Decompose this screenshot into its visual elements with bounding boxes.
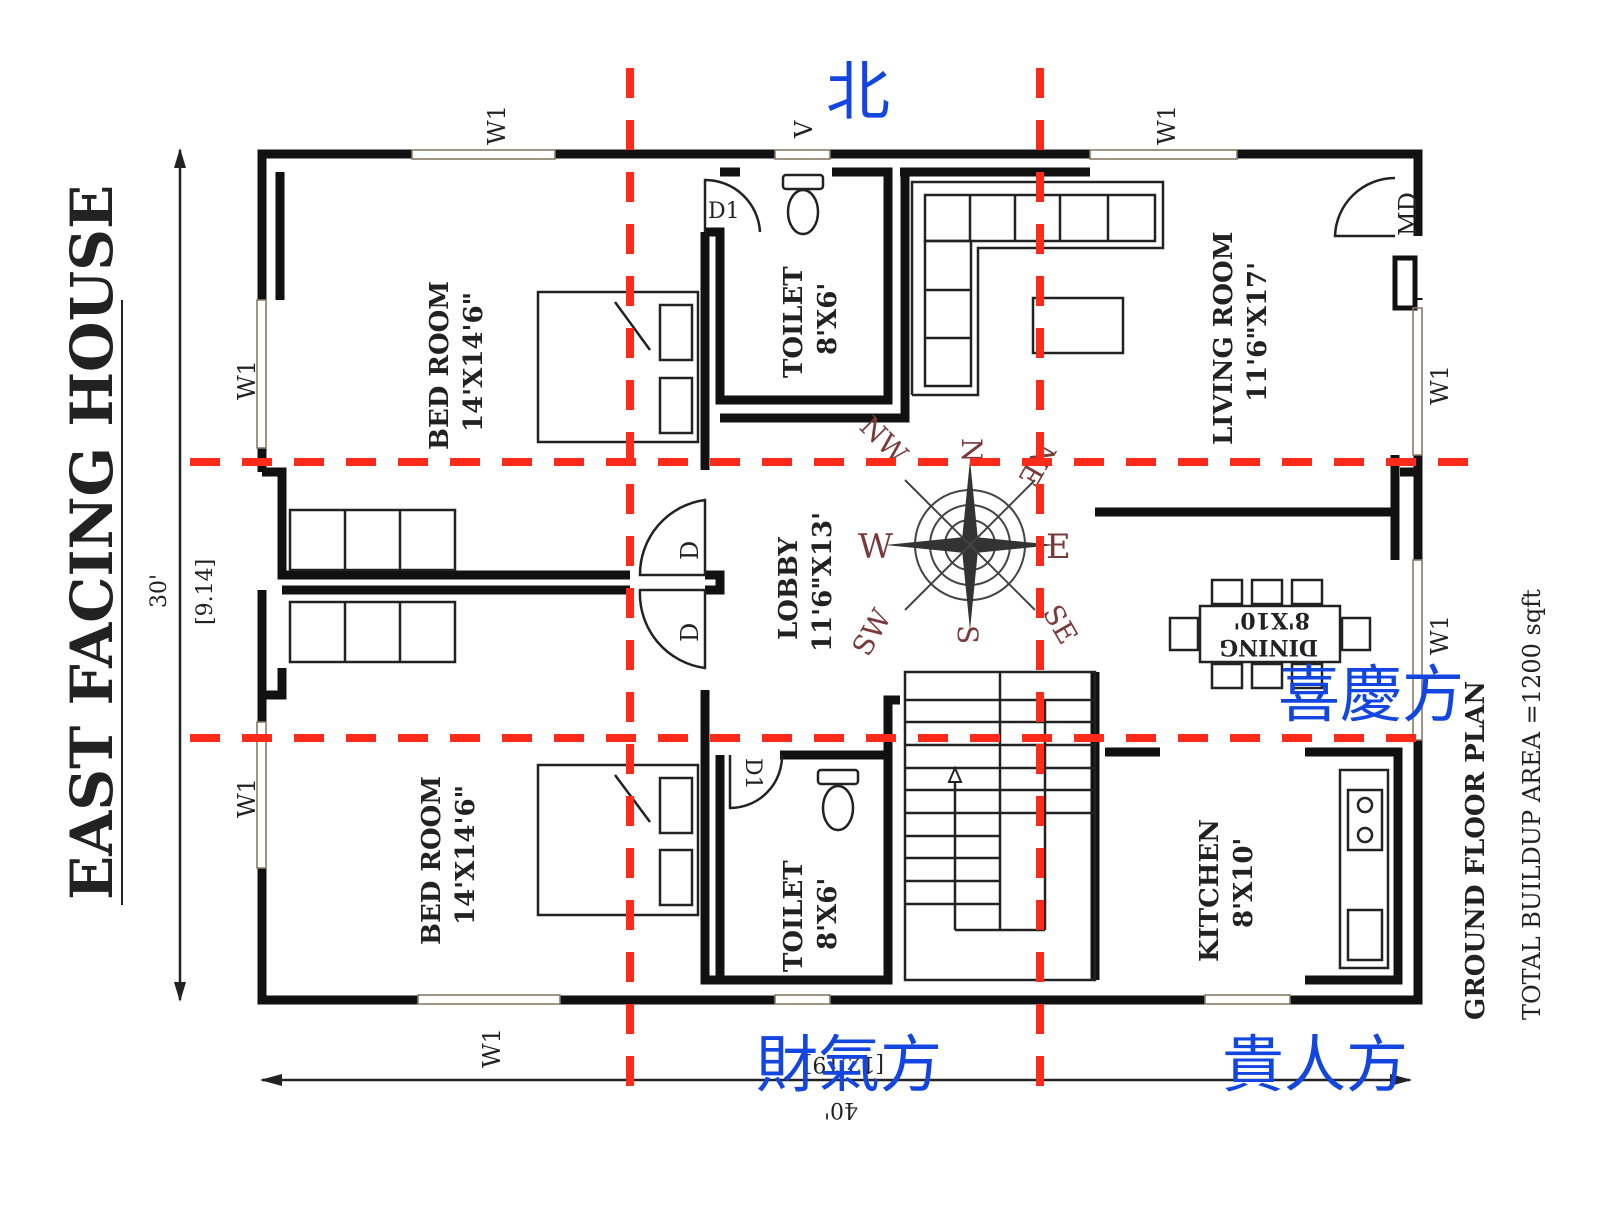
tag-w1-right-top: W1 <box>1426 365 1454 405</box>
compass-w: W <box>858 527 893 567</box>
width-dimension: [12.19] 40' <box>260 1051 1412 1122</box>
tag-md: MD <box>1394 192 1422 236</box>
outer-walls <box>257 149 1423 1005</box>
lobby-name: LOBBY <box>774 537 804 640</box>
compass-sw: SW <box>845 603 898 661</box>
compass-e: E <box>1046 527 1071 567</box>
bed2-name: BED ROOM <box>417 776 447 945</box>
toilet-fixture-top <box>781 173 825 236</box>
wealth-direction-label: 財氣方 <box>756 1028 942 1101</box>
coffee-table <box>1031 296 1125 355</box>
wardrobes <box>288 508 457 664</box>
kitchen-counter <box>1338 768 1390 970</box>
tag-v: V <box>790 120 818 139</box>
tag-d-lower: D <box>676 623 704 642</box>
dining-size: 8'X10' <box>1234 607 1310 633</box>
noble-direction-label: 貴人方 <box>1222 1028 1408 1101</box>
joy-direction-label: 喜慶方 <box>1278 658 1464 731</box>
height-dimension: 30' [9.14] <box>147 148 218 1002</box>
kitchen-name: KITCHEN <box>1195 819 1225 962</box>
staircase <box>903 670 1097 982</box>
compass-s: S <box>951 625 984 644</box>
tag-w1-left-bottom: W1 <box>233 778 261 818</box>
toilet2-size: 8'X6' <box>813 878 843 950</box>
living-name: LIVING ROOM <box>1209 232 1239 445</box>
toilet1-name: TOILET <box>779 266 809 378</box>
tag-w1-left-top: W1 <box>233 360 261 400</box>
toilet1-size: 8'X6' <box>813 283 843 355</box>
tag-d1-bottom: D1 <box>740 758 765 790</box>
toilet-fixture-bottom <box>816 768 860 832</box>
width-m: [12.19] <box>804 1051 884 1076</box>
height-m: [9.14] <box>193 559 218 625</box>
tag-w1-top-left: W1 <box>483 105 511 145</box>
dining-name: DINING <box>1219 634 1318 660</box>
width-ft: 40' <box>824 1097 858 1122</box>
living-size: 11'6"X17' <box>1243 262 1273 402</box>
bed2-size: 14'X14'6" <box>451 785 481 925</box>
windows <box>256 149 1423 1005</box>
bed1-size: 14'X14'6" <box>459 292 489 432</box>
tag-w1-bottom: W1 <box>478 1028 506 1068</box>
tag-w1-right-bottom: W1 <box>1426 615 1454 655</box>
tag-d-upper: D <box>676 541 704 560</box>
ground-floor-caption: GROUND FLOOR PLAN <box>1461 681 1491 1020</box>
height-ft: 30' <box>147 574 172 608</box>
tag-d1-top: D1 <box>708 199 740 224</box>
toilet2-name: TOILET <box>779 860 809 972</box>
tag-w1-top-right: W1 <box>1153 105 1181 145</box>
dining-table <box>1168 578 1372 690</box>
area-caption: TOTAL BUILDUP AREA =1200 sqft <box>1518 589 1546 1020</box>
north-label: 北 <box>826 56 890 130</box>
feng-shui-grid <box>190 68 1478 1086</box>
doors <box>638 176 1396 810</box>
bed1-name: BED ROOM <box>425 281 455 450</box>
interior-walls <box>257 167 1418 985</box>
bed-bottom <box>536 763 700 917</box>
bed-top <box>536 290 700 444</box>
lobby-size: 11'6"X13' <box>808 512 838 652</box>
kitchen-size: 8'X10' <box>1229 838 1259 928</box>
plan-title: EAST FACING HOUSE <box>58 185 126 900</box>
compass-rose: N S W E NW NE SW SE <box>845 410 1084 662</box>
